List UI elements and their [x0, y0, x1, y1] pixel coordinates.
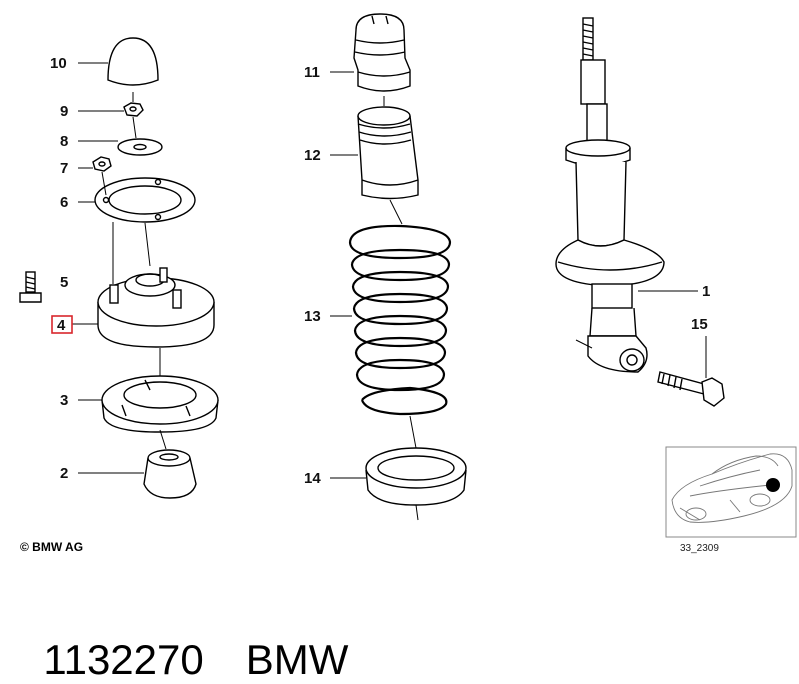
- part-10-cap[interactable]: [107, 37, 159, 86]
- part-5-bolt[interactable]: [19, 271, 42, 303]
- part-7-nut[interactable]: [92, 156, 112, 172]
- part-6-plate[interactable]: [94, 177, 196, 223]
- callout-13[interactable]: 13: [304, 308, 321, 325]
- callout-9[interactable]: 9: [60, 103, 68, 120]
- callout-14[interactable]: 14: [304, 470, 321, 487]
- part-14-spring-seat[interactable]: [365, 447, 467, 506]
- callout-4[interactable]: 4: [57, 317, 66, 334]
- callout-10[interactable]: 10: [50, 55, 67, 72]
- part-11-bump-stop[interactable]: [353, 13, 411, 92]
- highlight-box: [51, 315, 73, 334]
- callout-15[interactable]: 15: [691, 316, 708, 333]
- part-8-washer[interactable]: [117, 138, 163, 156]
- copyright-text: © BMW AG: [20, 540, 84, 554]
- parts-diagram: 10 9 8 7 6 5 4 3 2 11 12 13 14 1 15: [19, 13, 797, 538]
- part-12-dust-boot[interactable]: [357, 106, 419, 200]
- callout-6[interactable]: 6: [60, 194, 68, 211]
- callout-11[interactable]: 11: [304, 64, 320, 81]
- brand-name: BMW: [245, 636, 349, 683]
- part-2-bump-stop[interactable]: [143, 449, 197, 499]
- callout-12[interactable]: 12: [304, 147, 321, 164]
- callout-5[interactable]: 5: [60, 274, 68, 291]
- part-1-shock-absorber[interactable]: [555, 17, 665, 373]
- callout-2[interactable]: 2: [60, 465, 68, 482]
- part-9-nut[interactable]: [123, 102, 144, 117]
- diagram-code: 33_2309: [680, 543, 719, 554]
- part-13-coil-spring[interactable]: [348, 224, 452, 416]
- callout-1[interactable]: 1: [702, 283, 710, 300]
- part-4-strut-mount[interactable]: [97, 267, 215, 348]
- callout-3[interactable]: 3: [60, 392, 68, 409]
- part-number: 1132270: [43, 636, 204, 683]
- vehicle-location-inset: [665, 446, 797, 538]
- part-3-spring-pad[interactable]: [101, 375, 219, 433]
- callout-7[interactable]: 7: [60, 160, 68, 177]
- callout-8[interactable]: 8: [60, 133, 68, 150]
- part-15-bolt[interactable]: [657, 371, 725, 407]
